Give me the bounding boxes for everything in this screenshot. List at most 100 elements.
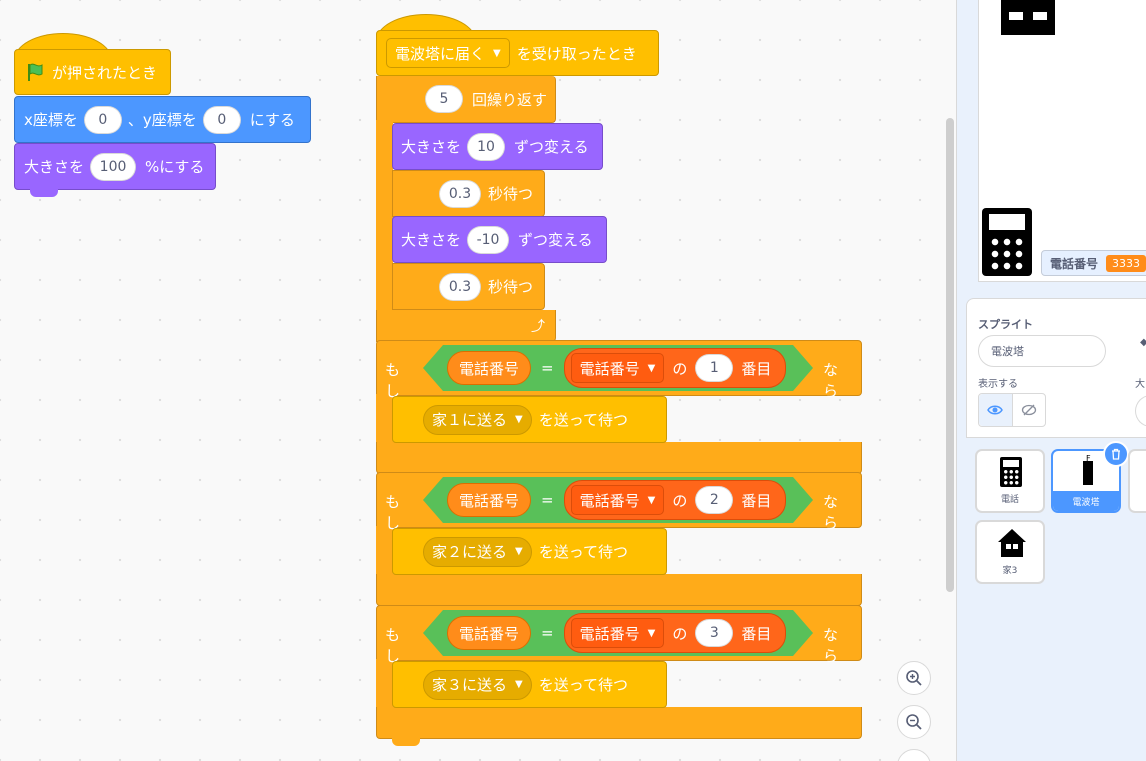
phone-thumbnail-icon [1000,457,1022,487]
variable-monitor-label: 電話番号 [1050,256,1099,271]
set-size-suffix: %にする [145,158,205,176]
phone-variable-2[interactable]: 電話番号 [447,483,531,517]
of-label-1: の [672,359,688,378]
nth-label-3: 番目 [741,624,772,643]
sprite-name-value: 電波塔 [991,345,1024,358]
sprite-info-panel: スプライト 電波塔 ◆ 表示する 大 [966,298,1146,438]
index-input-2[interactable]: 2 [695,486,733,514]
repeat-label: 回繰り返す [472,90,548,109]
nth-label-2: 番目 [741,491,772,510]
chevron-down-icon: ▼ [647,627,656,639]
of-label-2: の [672,491,688,510]
set-size-input[interactable]: 100 [90,152,137,181]
if-label-1: もし [385,361,401,400]
repeat-block[interactable]: 5 回繰り返す [376,76,556,123]
broadcast-message-1: 家１に送る [432,411,508,429]
zoom-reset-button[interactable] [897,749,931,761]
list-item-reporter-3[interactable]: 電話番号 ▼ の 3 番目 [564,613,787,653]
list-dropdown-2[interactable]: 電話番号 ▼ [571,485,665,515]
chevron-down-icon: ▼ [647,494,656,506]
chevron-down-icon: ▼ [647,362,656,374]
list-item-reporter-1[interactable]: 電話番号 ▼ の 1 番目 [564,348,787,388]
eye-icon [987,405,1004,415]
goto-x-label: x座標を [24,111,78,129]
list-dropdown-1[interactable]: 電話番号 ▼ [571,353,665,383]
receive-message-dropdown[interactable]: 電波塔に届く ▼ [386,38,510,68]
show-label: 表示する [978,379,1018,390]
sprite-title: スプライト [978,318,1033,331]
goto-x-input[interactable]: 0 [83,105,122,134]
chevron-down-icon: ▼ [493,47,501,59]
broadcast-wait-block-3[interactable]: 家３に送る ▼ を送って待つ [392,661,667,708]
broadcast-dropdown-1[interactable]: 家１に送る ▼ [423,404,532,435]
list-dropdown-text-3: 電話番号 [579,624,640,643]
set-size-notch [30,189,58,197]
then-label-2: なら [823,493,839,532]
broadcast-wait-block-2[interactable]: 家２に送る ▼ を送って待つ [392,528,667,575]
zoom-in-icon [906,670,922,686]
sprite-name-input[interactable]: 電波塔 [978,335,1106,367]
if-label-2: もし [385,493,401,532]
change-size-suffix-1: ずつ変える [514,138,589,156]
wait-input-2[interactable]: 0.3 [439,272,481,301]
receive-suffix: を受け取ったとき [516,44,637,63]
sprite-tile-tower-label: 電波塔 [1072,497,1100,508]
workspace-vertical-scrollbar[interactable] [946,118,954,592]
delete-sprite-button[interactable] [1103,441,1129,467]
sprite-tile-tower[interactable]: F 電波塔 [1051,449,1121,513]
variable-monitor[interactable]: 電話番号 3333 [1041,250,1146,276]
set-size-label: 大きさを [24,158,85,176]
show-visible-button[interactable] [979,394,1013,426]
zoom-out-button[interactable] [897,705,931,739]
set-size-block[interactable]: 大きさを 100 %にする [14,143,216,190]
phone-variable-1[interactable]: 電話番号 [447,351,531,385]
list-dropdown-3[interactable]: 電話番号 ▼ [571,618,665,648]
list-dropdown-text-1: 電話番号 [579,359,640,378]
list-item-reporter-2[interactable]: 電話番号 ▼ の 2 番目 [564,480,787,520]
direction-icon-partial: ◆ [1140,337,1146,348]
repeat-count-input[interactable]: 5 [425,85,463,113]
phone-sprite [982,208,1032,276]
repeat-arrow-icon: ⤴ [531,318,545,335]
change-size-input-2[interactable]: -10 [467,225,510,254]
sprite-tile-partial[interactable] [1128,449,1146,513]
trash-icon [1112,448,1120,460]
wait-block-2[interactable]: 0.3 秒待つ [392,263,545,310]
equals-operator-2[interactable]: 電話番号 = 電話番号 ▼ の 2 番目 [423,477,813,523]
size-input-partial[interactable] [1135,395,1146,427]
broadcast-dropdown-3[interactable]: 家３に送る ▼ [423,669,532,700]
change-size-suffix-2: ずつ変える [518,231,593,249]
equals-sign-1: = [541,359,554,377]
show-hidden-button[interactable] [1013,394,1046,426]
goto-y-label: 、y座標を [127,111,197,129]
sprite-tile-phone-label: 電話 [1000,495,1019,505]
broadcast-message-3: 家３に送る [432,676,508,694]
code-workspace[interactable]: が押されたとき x座標を 0 、y座標を 0 にする 大きさを 100 %にする… [0,0,956,761]
size-label-partial: 大 [1135,379,1145,390]
tower-sprite-partial [1001,0,1055,35]
broadcast-suffix-3: を送って待つ [538,676,628,694]
phone-variable-3[interactable]: 電話番号 [447,616,531,650]
wait-input-1[interactable]: 0.3 [439,179,481,208]
stage[interactable]: 電話番号 3333 [978,0,1146,282]
sprite-tile-phone[interactable]: 電話 [975,449,1045,513]
change-size-block-1[interactable]: 大きさを 10 ずつ変える [392,123,603,170]
sprite-tile-house3[interactable]: 家3 [975,520,1045,584]
when-receive-block[interactable]: 電波塔に届く ▼ を受け取ったとき [376,30,659,76]
broadcast-dropdown-2[interactable]: 家２に送る ▼ [423,536,532,567]
when-flag-clicked-block[interactable]: が押されたとき [14,49,171,95]
equals-sign-3: = [541,624,554,642]
nth-label-1: 番目 [741,359,772,378]
broadcast-wait-block-1[interactable]: 家１に送る ▼ を送って待つ [392,396,667,443]
index-input-3[interactable]: 3 [695,619,733,647]
goto-y-input[interactable]: 0 [202,105,241,134]
equals-operator-1[interactable]: 電話番号 = 電話番号 ▼ の 1 番目 [423,345,813,391]
change-size-input-1[interactable]: 10 [467,132,506,161]
wait-block-1[interactable]: 0.3 秒待つ [392,170,545,217]
zoom-in-button[interactable] [897,661,931,695]
index-input-1[interactable]: 1 [695,354,733,382]
goto-xy-block[interactable]: x座標を 0 、y座標を 0 にする [14,96,311,143]
equals-operator-3[interactable]: 電話番号 = 電話番号 ▼ の 3 番目 [423,610,813,656]
change-size-block-2[interactable]: 大きさを -10 ずつ変える [392,216,607,263]
chevron-down-icon: ▼ [515,546,523,557]
